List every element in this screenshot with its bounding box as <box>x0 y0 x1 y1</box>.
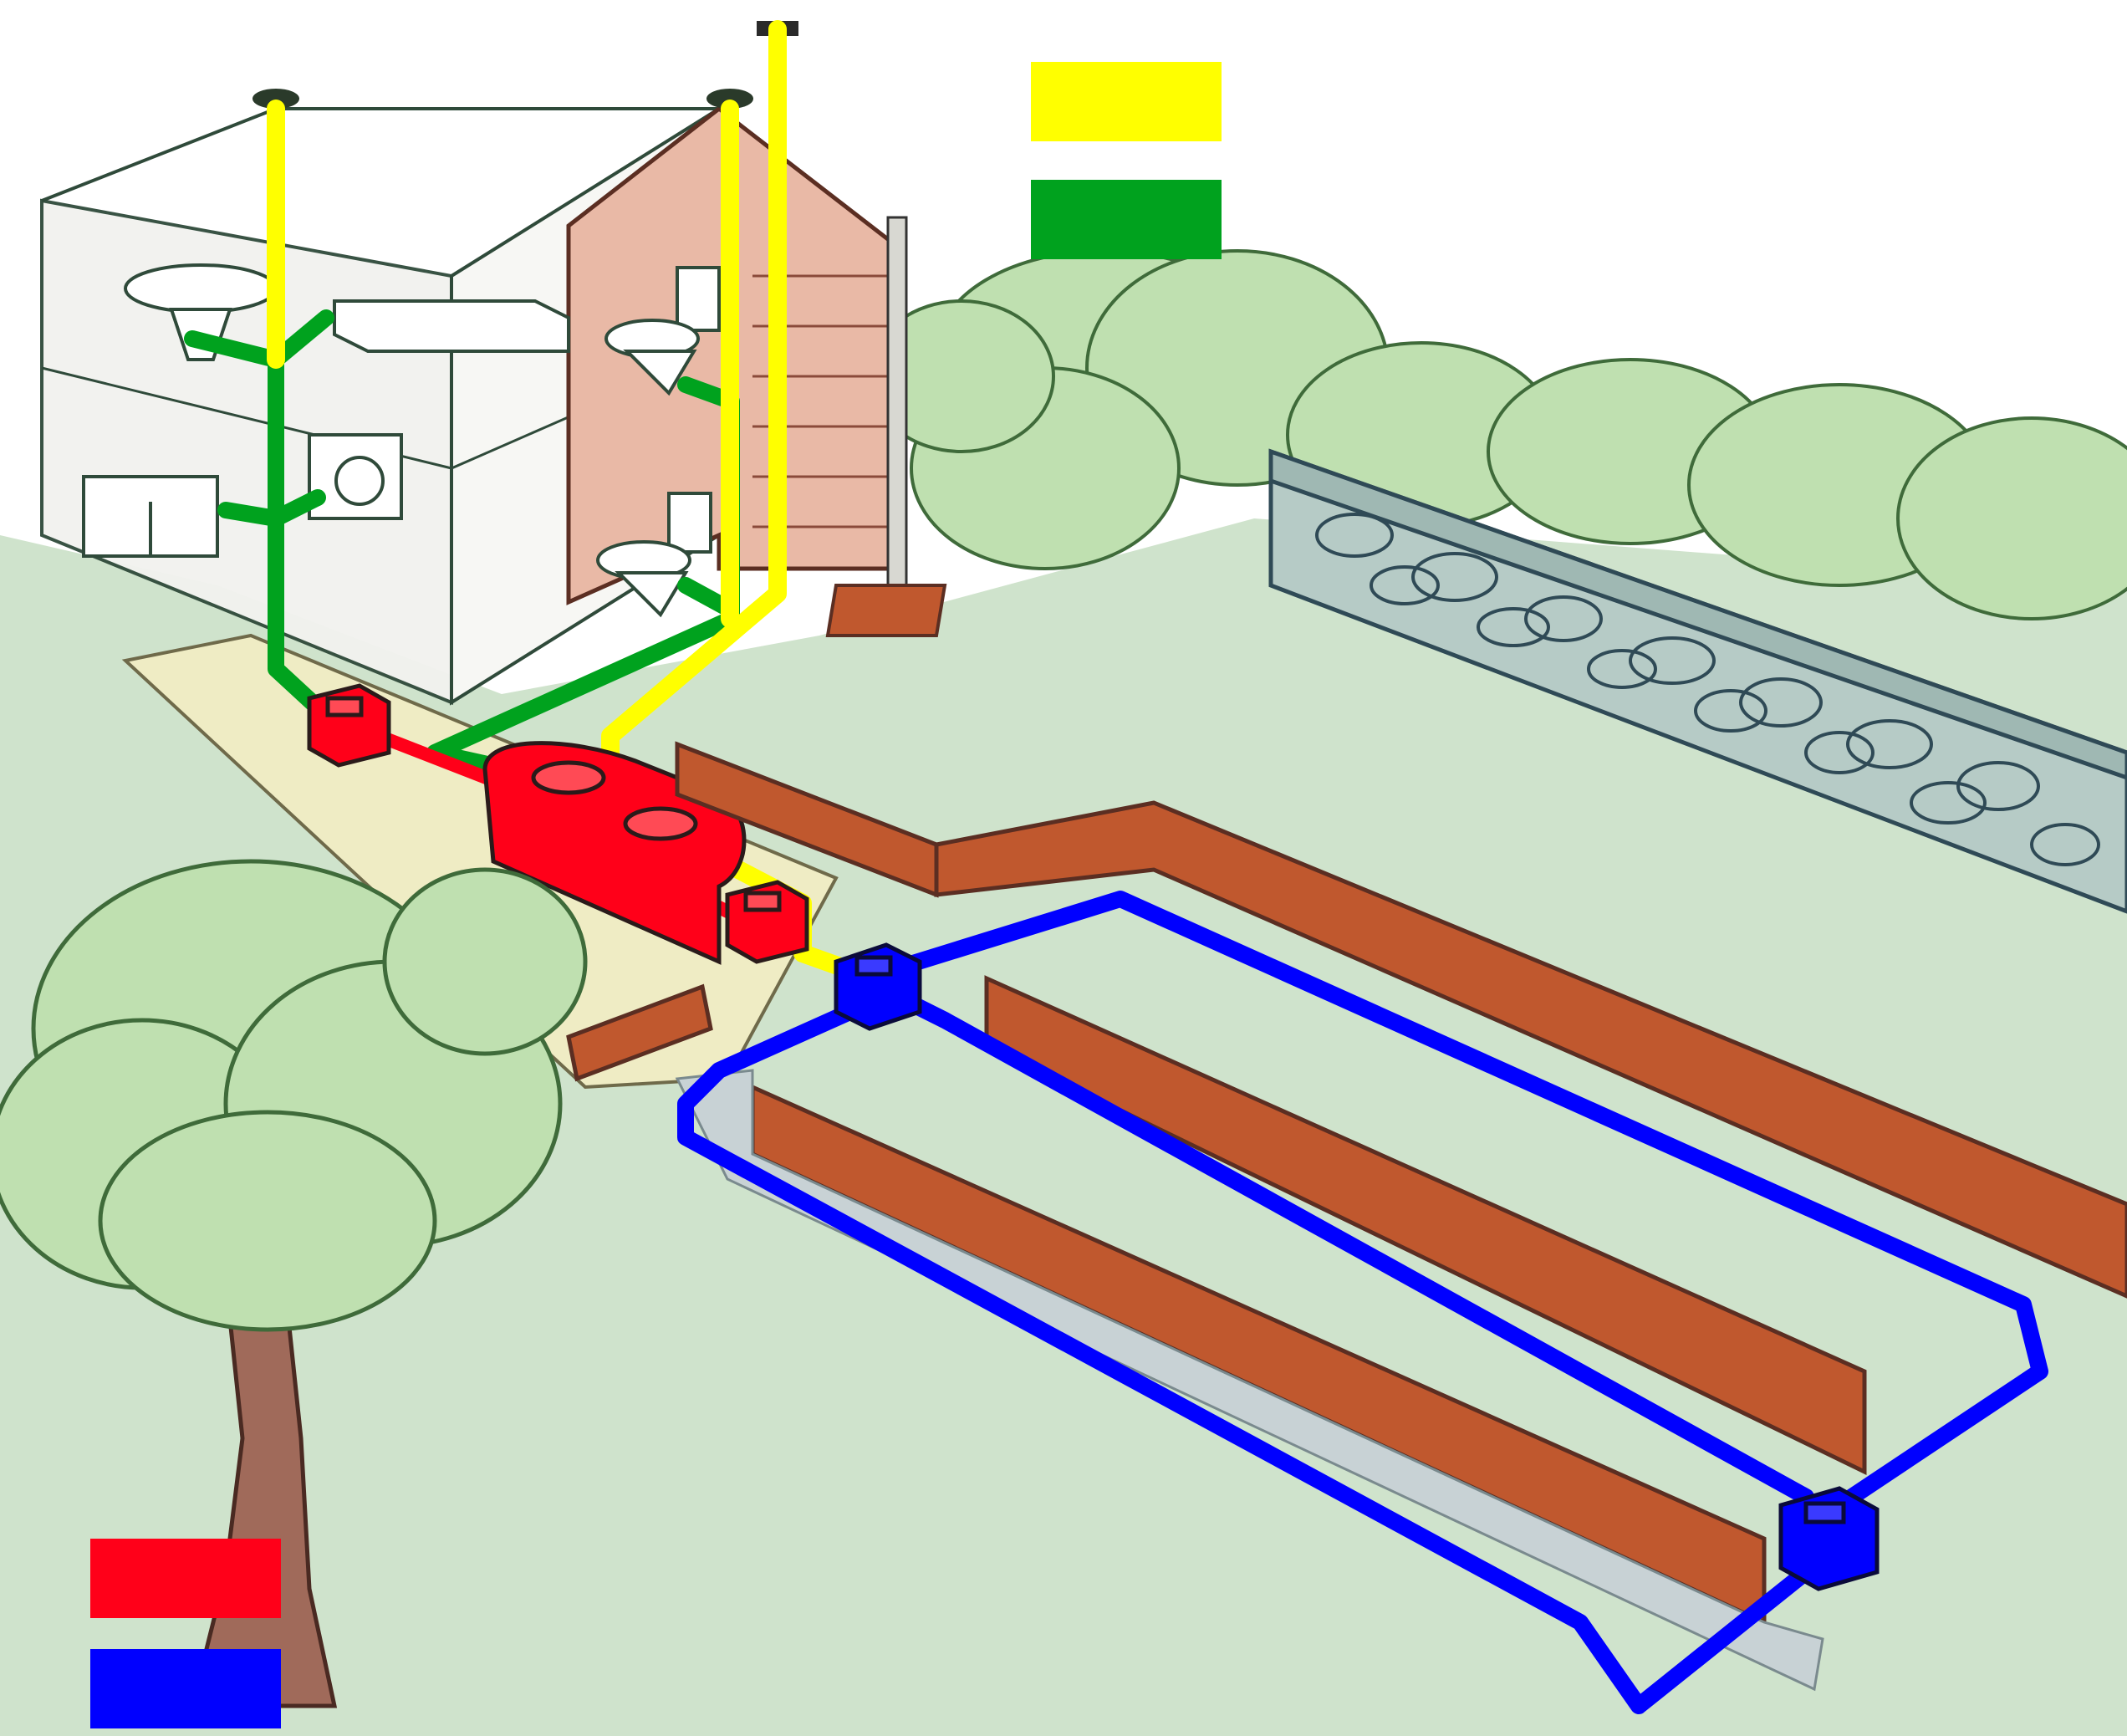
hedge-bushes <box>868 249 2127 620</box>
toilet-icon <box>604 266 721 396</box>
toilet-icon <box>596 492 712 618</box>
drainage-trenches <box>566 741 2127 1626</box>
septic-tank-icon <box>365 725 747 965</box>
washing-machine-icon <box>308 433 403 520</box>
inspection-box-icon <box>725 880 809 964</box>
vent-cap-icon <box>252 89 753 109</box>
stone-wall-icon <box>1268 448 2127 914</box>
distribution-box-icon <box>834 942 922 1031</box>
legend-swatch-yellow <box>1031 62 1222 141</box>
inspection-box-icon <box>307 683 391 768</box>
legend-swatch-green <box>1031 180 1222 259</box>
bathtub-icon <box>333 299 570 353</box>
stove-icon <box>82 475 219 558</box>
legend-swatch-red <box>90 1539 281 1618</box>
legend-swatch-blue <box>90 1649 281 1728</box>
distribution-box-icon <box>1778 1486 1880 1591</box>
